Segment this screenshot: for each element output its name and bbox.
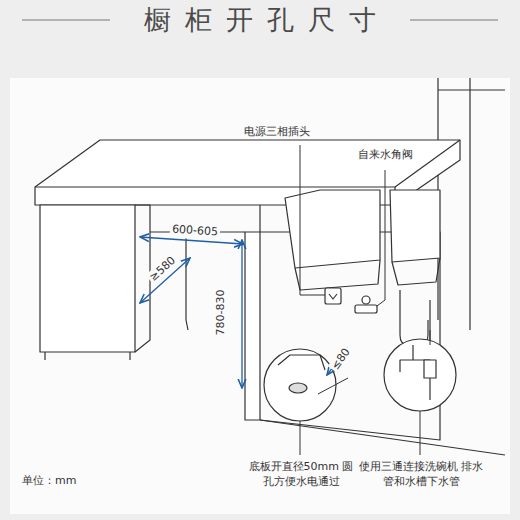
note-text: 底板开直径50mm 圆孔方便水电通过: [246, 460, 356, 490]
callout-label: 自来水角阀: [358, 148, 413, 163]
dimension-label: 780-830: [214, 287, 229, 337]
note-text: 使用三通连接洗碗机 排水管和水槽下水管: [355, 460, 487, 490]
page-title: 橱柜开孔尺寸: [0, 2, 520, 38]
unit-note: 单位：mm: [22, 474, 76, 489]
callout-label: 电源三相插头: [244, 125, 310, 140]
